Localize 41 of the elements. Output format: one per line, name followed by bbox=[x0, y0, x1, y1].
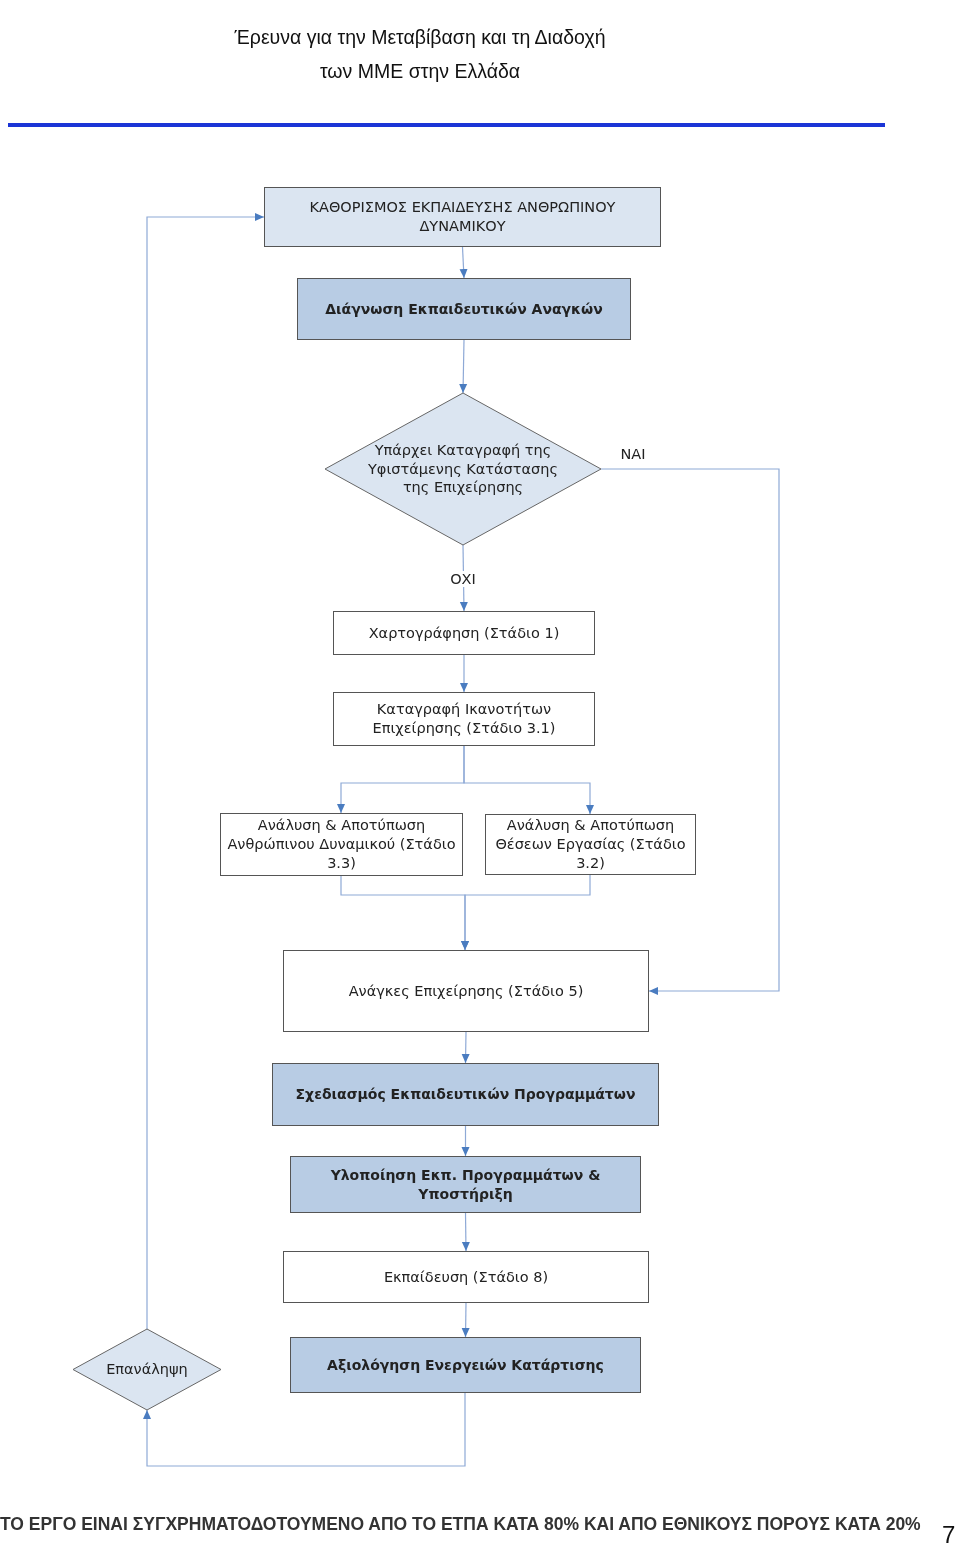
process-box bbox=[283, 1251, 649, 1303]
process-box bbox=[264, 187, 661, 247]
arrow bbox=[461, 1302, 470, 1338]
node-text: Επανάληψη bbox=[106, 1360, 188, 1379]
header-title: Έρευνα για την Μεταβίβαση και τη Διαδοχή των ΜΜΕ στην Ελλάδα bbox=[233, 25, 607, 84]
process-box bbox=[283, 950, 649, 1032]
arrow bbox=[461, 1212, 470, 1252]
node-text: Χαρτογράφηση (Στάδιο 1) bbox=[368, 623, 560, 643]
node-text: Διάγνωση Εκπαιδευτικών Αναγκών bbox=[325, 299, 603, 319]
node-text: Ανάγκες Επιχείρησης (Στάδιο 5) bbox=[348, 981, 584, 1001]
arrow bbox=[459, 246, 468, 279]
decision-diamond bbox=[73, 1329, 221, 1410]
page-number: 7 bbox=[942, 1521, 956, 1548]
funding-note: ΤΟ ΕΡΓΟ ΕΙΝΑΙ ΣΥΓΧΡΗΜΑΤΟΔΟΤΟΥΜΕΝΟ ΑΠΟ ΤΟ ΕΤΠΑ ΚΑΤΑ 80% ΚΑΙ ΑΠΟ ΕΘΝΙΚΟΥΣ ΠΟΡΟΥΣ ΚΑΤΑ 20% bbox=[0, 1514, 921, 1535]
node-text: Εκπαίδευση (Στάδιο 8) bbox=[383, 1267, 549, 1287]
arrow bbox=[460, 654, 468, 693]
node-text: Ανάλυση & Αποτύπωση Ανθρώπινου Δυναμικού (Στάδιο 3.3) bbox=[226, 816, 457, 873]
node-text: Αξιολόγηση Ενεργειών Κατάρτισης bbox=[327, 1355, 604, 1375]
arrow bbox=[461, 1031, 470, 1064]
node-text: Υλοποίηση Εκπ. Προγραμμάτων & Υποστήριξη bbox=[329, 1166, 602, 1203]
node-text: Υπάρχει Καταγραφή της Υφιστάμενης Κατάστασης της Επιχείρησης bbox=[367, 440, 559, 498]
arrow bbox=[146, 213, 265, 1330]
node-text: Ανάλυση & Αποτύπωση Θέσεων Εργασίας (Στάδιο 3.2) bbox=[494, 816, 687, 873]
arrow bbox=[461, 1125, 470, 1157]
edge-label: ΟΧΙ bbox=[448, 571, 478, 587]
process-box bbox=[272, 1063, 659, 1126]
node-text: ΚΑΘΟΡΙΣΜΟΣ ΕΚΠΑΙΔΕΥΣΗΣ ΑΝΘΡΩΠΙΝΟΥ ΔΥΝΑΜΙΚΟΥ bbox=[308, 198, 617, 236]
node-text: Καταγραφή Ικανοτήτων Επιχείρησης (Στάδιο 3.1) bbox=[371, 700, 557, 738]
process-box bbox=[290, 1156, 641, 1213]
process-box bbox=[297, 278, 631, 340]
process-box bbox=[290, 1337, 641, 1393]
process-box bbox=[333, 692, 595, 746]
arrow bbox=[461, 874, 591, 951]
node-text: Σχεδιασμός Εκπαιδευτικών Προγραμμάτων bbox=[295, 1085, 636, 1104]
arrow bbox=[459, 339, 468, 394]
arrow bbox=[143, 1392, 466, 1467]
decision-diamond bbox=[325, 393, 601, 545]
arrow bbox=[463, 745, 594, 815]
process-box bbox=[333, 611, 595, 655]
arrow bbox=[600, 468, 780, 995]
edge-label: ΝΑΙ bbox=[618, 446, 648, 462]
